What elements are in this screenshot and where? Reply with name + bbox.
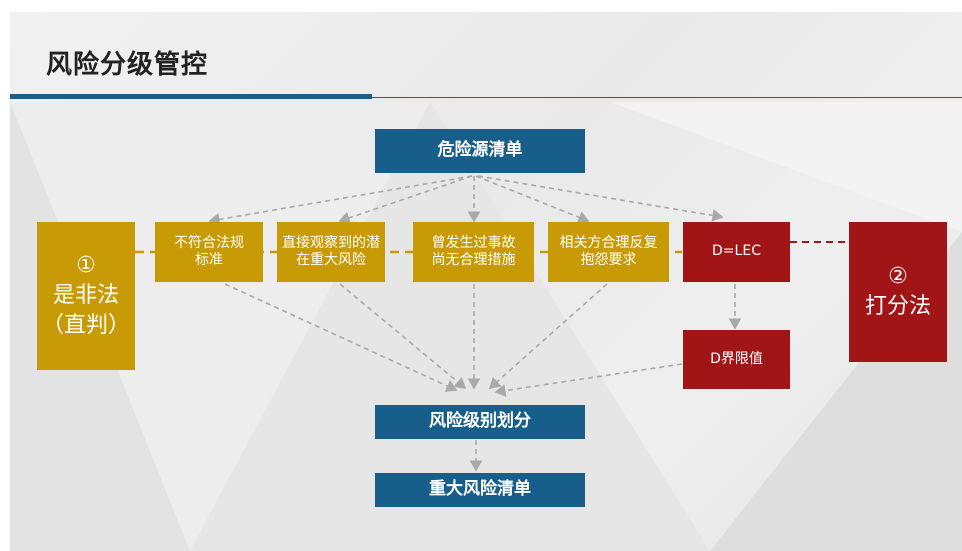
edge-crit1-grading: [224, 283, 458, 392]
edge-threshold-grading: [494, 363, 683, 397]
criteria-1-box: 不符合法规标准: [155, 222, 263, 282]
method-2-box: ② 打分法: [849, 222, 947, 362]
edge-crit4-grading: [488, 283, 608, 390]
slide: 风险分级管控 危险源清单 ① 是非法 （直判） 不符合法规标准 直接: [10, 12, 962, 551]
risk-grading-box: 风险级别划分: [375, 405, 585, 439]
title-underline-thick: [10, 94, 372, 99]
edge-hazard-crit1: [208, 175, 473, 226]
d-threshold-box: D界限值: [683, 330, 790, 389]
edge-hazard-crit4: [475, 175, 590, 224]
title-underline-thin: [372, 97, 962, 98]
edge-hazard-formula: [477, 175, 724, 222]
page-title: 风险分级管控: [46, 50, 209, 80]
edge-hazard-crit2: [338, 175, 473, 224]
hazard-list-box: 危险源清单: [375, 129, 585, 173]
formula-box: D=LEC: [683, 222, 790, 282]
criteria-2-box: 直接观察到的潜在重大风险: [277, 222, 385, 282]
method-1-box: ① 是非法 （直判）: [37, 222, 135, 370]
major-risk-list-box: 重大风险清单: [375, 473, 585, 507]
criteria-4-box: 相关方合理反复抱怨要求: [548, 222, 669, 282]
edge-crit2-grading: [339, 283, 467, 390]
criteria-3-box: 曾发生过事故尚无合理措施: [413, 222, 534, 282]
